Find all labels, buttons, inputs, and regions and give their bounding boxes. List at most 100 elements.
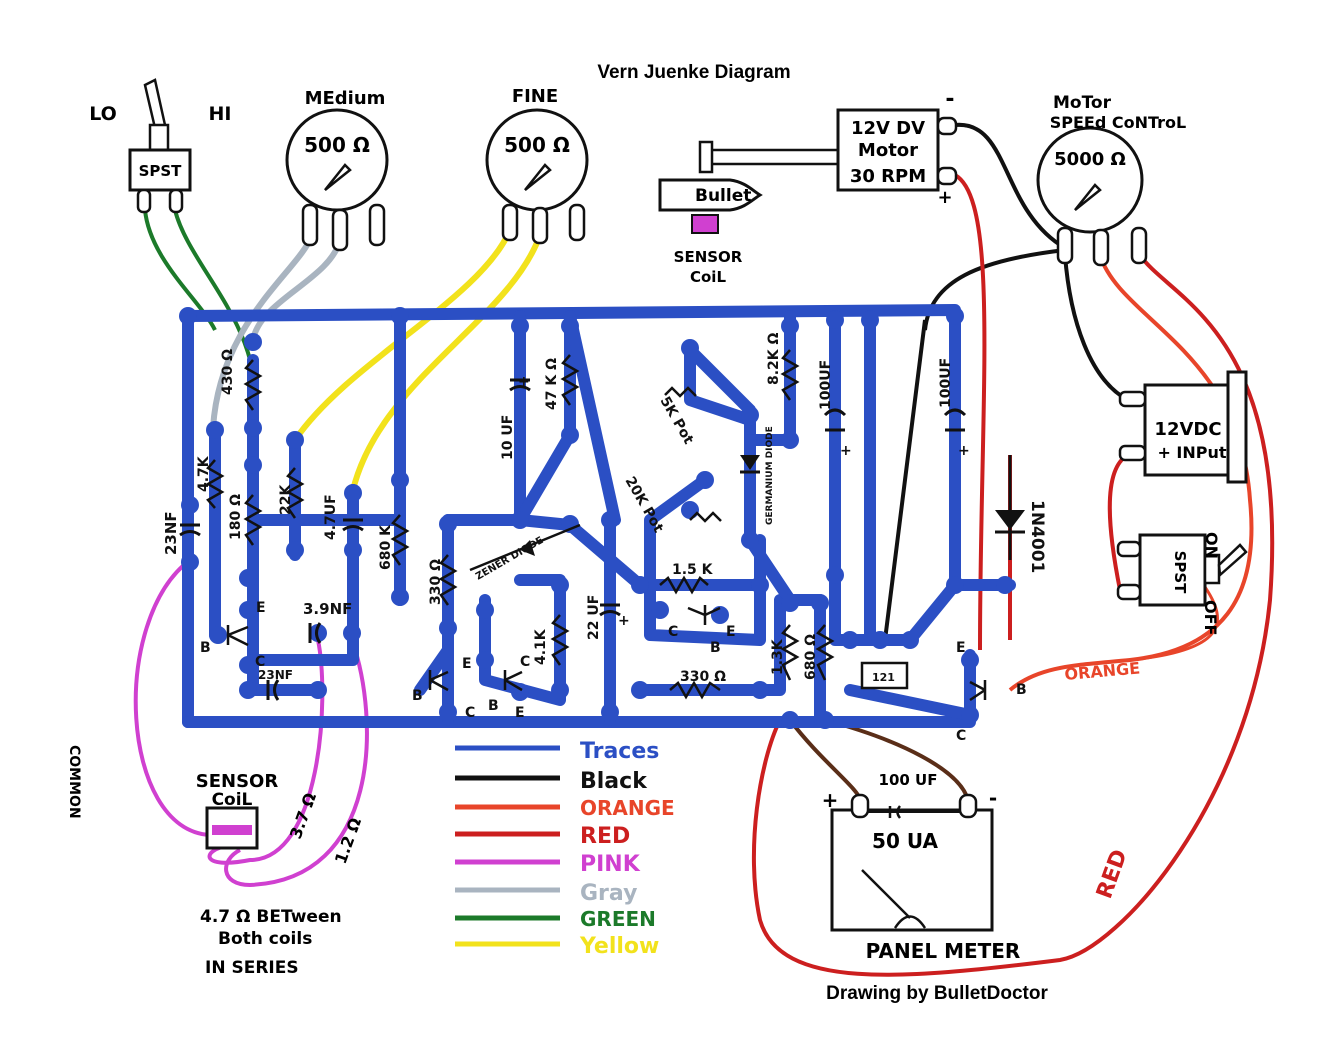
series-note: 4.7 Ω BETween Both coils IN SERIES [200,907,342,978]
label-plus-d: + [518,374,530,390]
label-e4: E [726,624,736,640]
medium-pot-value: 500 Ω [304,133,370,157]
label-e1: E [256,600,266,616]
motor-box: 12V DV Motor 30 RPM - + [836,87,958,208]
panel-meter: 50 UA 100 UF PANEL METER + - [822,771,1021,963]
speed-pot-value: 5000 Ω [1054,149,1126,170]
label-r180: 180 Ω [228,494,244,540]
sensor-coil-line1: SENSOR [196,771,279,792]
note-line3: IN SERIES [205,958,299,978]
motor-line1: 12V DV [851,118,925,139]
label-c23nf-bottom: 23NF [258,668,293,682]
motor-line3: 30 RPM [850,166,926,187]
label-c22uf: 22 UF [586,595,602,640]
speed-pot-name-2: SPEEd CoNTroL [1050,113,1187,132]
label-r8_2k: 8.2K Ω [766,332,782,385]
switch-hi-label: HI [209,103,232,125]
label-orange-wire: ORANGE [1064,658,1141,684]
sensor-coil: SENSOR CoiL 3.7 Ω 1.2 Ω COMMON [66,745,365,866]
spst-right-label: SPST [1171,551,1189,595]
meter-label: PANEL METER [866,939,1021,963]
label-pot20k: 20K Pot [622,474,667,536]
pink-wire-1 [207,639,325,865]
orange-wire-speed [1008,254,1254,692]
switch-on-label: ON [1202,532,1221,559]
bullet-coil-line1: SENSOR [674,248,743,266]
label-c3: C [520,654,530,670]
label-germanium: GERMANIUM DIODE [765,426,775,525]
label-r4k7: 4.7K [196,455,212,492]
label-b5: B [1016,682,1027,698]
diagram-title: Vern Juenke Diagram [597,62,790,83]
label-c4_7uf: 4.7UF [323,494,339,540]
sensor-coil-common: COMMON [66,745,82,819]
speed-pot-name-1: MoTor [1053,93,1112,113]
medium-pot-name: MEdium [305,88,386,109]
legend-item-yellow: Yellow [455,934,659,959]
input-line2: + INPut [1157,443,1226,462]
label-c2: C [465,705,475,721]
motor-plus: + [937,187,952,208]
label-r1_3k: 1.3K [770,638,786,675]
board-components [179,349,1025,702]
bullet-label: Bullet [695,186,751,206]
meter-plus: + [822,788,839,812]
label-c23nf-left: 23NF [162,511,180,555]
legend-label-gray: Gray [580,881,637,906]
pink-wire-2 [224,639,369,888]
legend-label-black: Black [580,769,648,794]
note-line1: 4.7 Ω BETween [200,907,342,927]
bullet-sensor: Bullet SENSOR CoiL [658,140,838,286]
fine-pot[interactable]: FINE 500 Ω [485,86,589,245]
label-c100uf-b: 100UF [938,358,954,408]
legend-label-pink: PINK [580,852,641,877]
credit-text: Drawing by BulletDoctor [826,983,1048,1004]
label-diode: 1N4001 [1027,500,1047,573]
motor-line2: Motor [858,140,918,161]
label-b1: B [200,640,211,656]
speed-control-pot[interactable]: MoTor SPEEd CoNTroL 5000 Ω [1036,93,1187,267]
label-r4_1k: 4.1K [533,628,549,665]
legend-label-red: RED [580,824,630,849]
legend-item-green: GREEN [455,907,656,931]
gray-wire-1 [210,233,315,429]
label-plus-c: + [618,613,630,629]
red-wire-switch [1107,453,1130,591]
legend-label-traces: Traces [580,739,659,764]
label-r430: 430 Ω [220,349,236,395]
legend-item-pink: PINK [455,852,641,877]
black-wire-motor [954,122,1067,250]
label-c3_9nf: 3.9NF [303,600,352,618]
meter-value: 50 UA [872,829,938,853]
meter-cap: 100 UF [879,771,938,789]
gray-wire-2 [250,239,343,341]
bullet-coil-line2: CoiL [690,268,726,286]
label-r680-ohm: 680 Ω [803,634,819,680]
label-r1_5k: 1.5 K [672,562,714,578]
spst-top-label: SPST [139,162,183,180]
dc-input-jack: 12VDC + INPut [1118,370,1248,484]
label-e2: E [462,656,472,672]
label-c1: C [255,654,265,670]
label-c5: C [956,728,966,744]
medium-pot[interactable]: MEdium 500 Ω [285,88,389,252]
label-e5: E [956,640,966,656]
legend-label-orange: ORANGE [580,796,675,820]
spst-switch-right[interactable]: SPST ON OFF [1116,532,1248,635]
label-r680k: 680 K [378,524,394,570]
spst-switch-top[interactable]: SPST LO HI [89,78,232,214]
label-plus-a: + [840,443,852,459]
label-e3: E [515,705,525,721]
switch-off-label: OFF [1201,600,1220,635]
label-c10uf: 10 UF [500,415,516,460]
fine-pot-value: 500 Ω [504,133,570,157]
black-wire-board [883,248,1066,641]
meter-minus: - [989,786,997,810]
legend-label-yellow: Yellow [579,934,659,959]
pink-wire-common [133,558,211,837]
board-traces [182,304,1016,728]
sensor-coil-line2: CoiL [212,790,253,810]
legend-item-traces: Traces [455,739,659,764]
legend-item-red: RED [455,824,630,849]
label-b3: B [488,698,499,714]
